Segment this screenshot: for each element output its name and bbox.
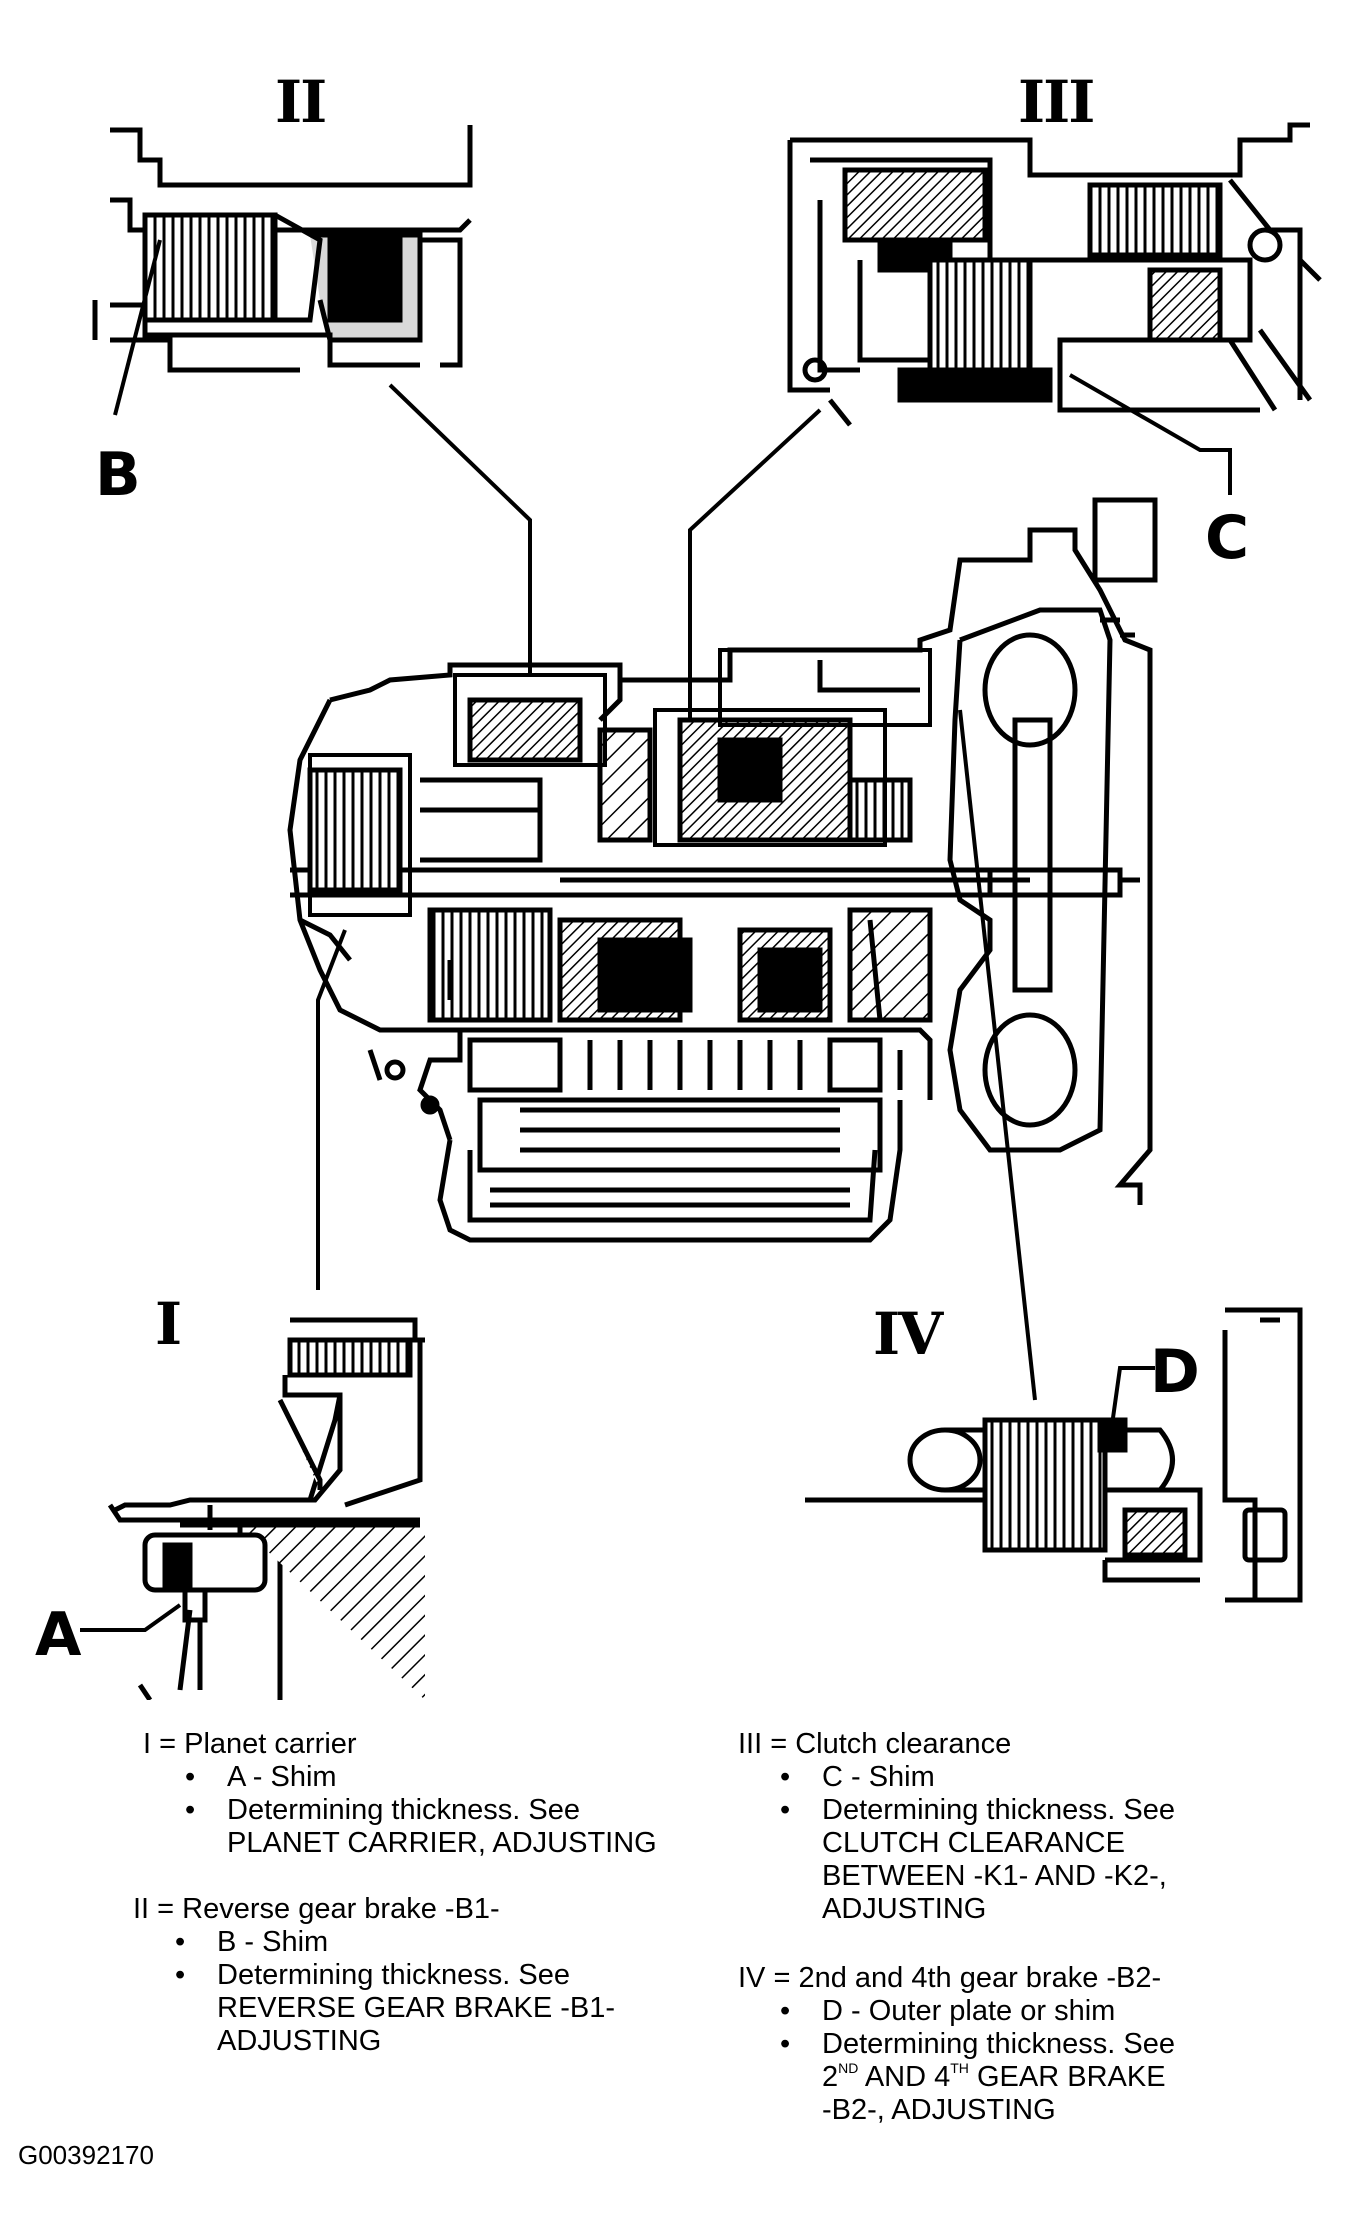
image-code: G00392170 bbox=[18, 2140, 154, 2170]
legend-iii-item-thickness: Determining thickness. See CLUTCH CLEARA… bbox=[780, 1794, 1175, 1926]
callout-label-a: A bbox=[35, 1600, 82, 1670]
legend-iv-title: IV = 2nd and 4th gear brake -B2- bbox=[738, 1962, 1162, 1994]
callout-view-iv: IV bbox=[873, 1300, 943, 1368]
detail-view-ii bbox=[92, 125, 473, 373]
detail-box-iii-b bbox=[718, 648, 932, 727]
leader-i bbox=[316, 929, 347, 1290]
transmission-cross-section-diagram bbox=[80, 122, 1322, 1700]
callout-view-i: I bbox=[155, 1290, 182, 1358]
leader-d bbox=[1110, 1366, 1155, 1426]
legend-ii-item-thickness: Determining thickness. See REVERSE GEAR … bbox=[175, 1959, 615, 2058]
legend-iii-item-shim: C - Shim bbox=[780, 1761, 1175, 1794]
callout-label-b: B bbox=[95, 440, 141, 510]
legend-ii-title: II = Reverse gear brake -B1- bbox=[133, 1893, 500, 1925]
detail-view-i bbox=[107, 1317, 425, 1700]
detail-box-i bbox=[308, 753, 412, 917]
detail-view-iv bbox=[805, 1307, 1303, 1603]
legend-ii: II = Reverse gear brake -B1- B - Shim De… bbox=[133, 1893, 615, 2058]
leader-iii bbox=[688, 408, 822, 720]
main-transmission-body bbox=[287, 497, 1158, 1243]
callout-view-iii: III bbox=[1018, 68, 1095, 136]
legend-ii-item-shim: B - Shim bbox=[175, 1926, 615, 1959]
detail-view-iii bbox=[787, 122, 1322, 427]
detail-box-ii bbox=[453, 673, 607, 767]
leader-iv bbox=[958, 709, 1037, 1401]
callout-view-ii: II bbox=[275, 68, 327, 136]
legend-i-title: I = Planet carrier bbox=[143, 1728, 357, 1760]
leader-a bbox=[80, 1603, 182, 1632]
legend-iv-item-thickness: Determining thickness. See 2ND AND 4TH G… bbox=[780, 2028, 1175, 2127]
legend-iii-title: III = Clutch clearance bbox=[738, 1728, 1012, 1760]
legend-i: I = Planet carrier A - Shim Determining … bbox=[143, 1728, 657, 1860]
leader-ii bbox=[388, 383, 532, 675]
leader-b bbox=[113, 239, 162, 416]
detail-box-iii-a bbox=[653, 708, 887, 847]
legend-iv: IV = 2nd and 4th gear brake -B2- D - Out… bbox=[738, 1962, 1175, 2127]
legend-i-item-shim: A - Shim bbox=[185, 1761, 657, 1794]
legend-i-item-thickness: Determining thickness. See PLANET CARRIE… bbox=[185, 1794, 657, 1860]
callout-label-c: C bbox=[1205, 503, 1250, 573]
leader-c bbox=[1069, 373, 1232, 495]
callout-label-d: D bbox=[1150, 1337, 1200, 1407]
legend-iii: III = Clutch clearance C - Shim Determin… bbox=[738, 1728, 1175, 1926]
legend-iv-item-outer-plate: D - Outer plate or shim bbox=[780, 1995, 1175, 2028]
